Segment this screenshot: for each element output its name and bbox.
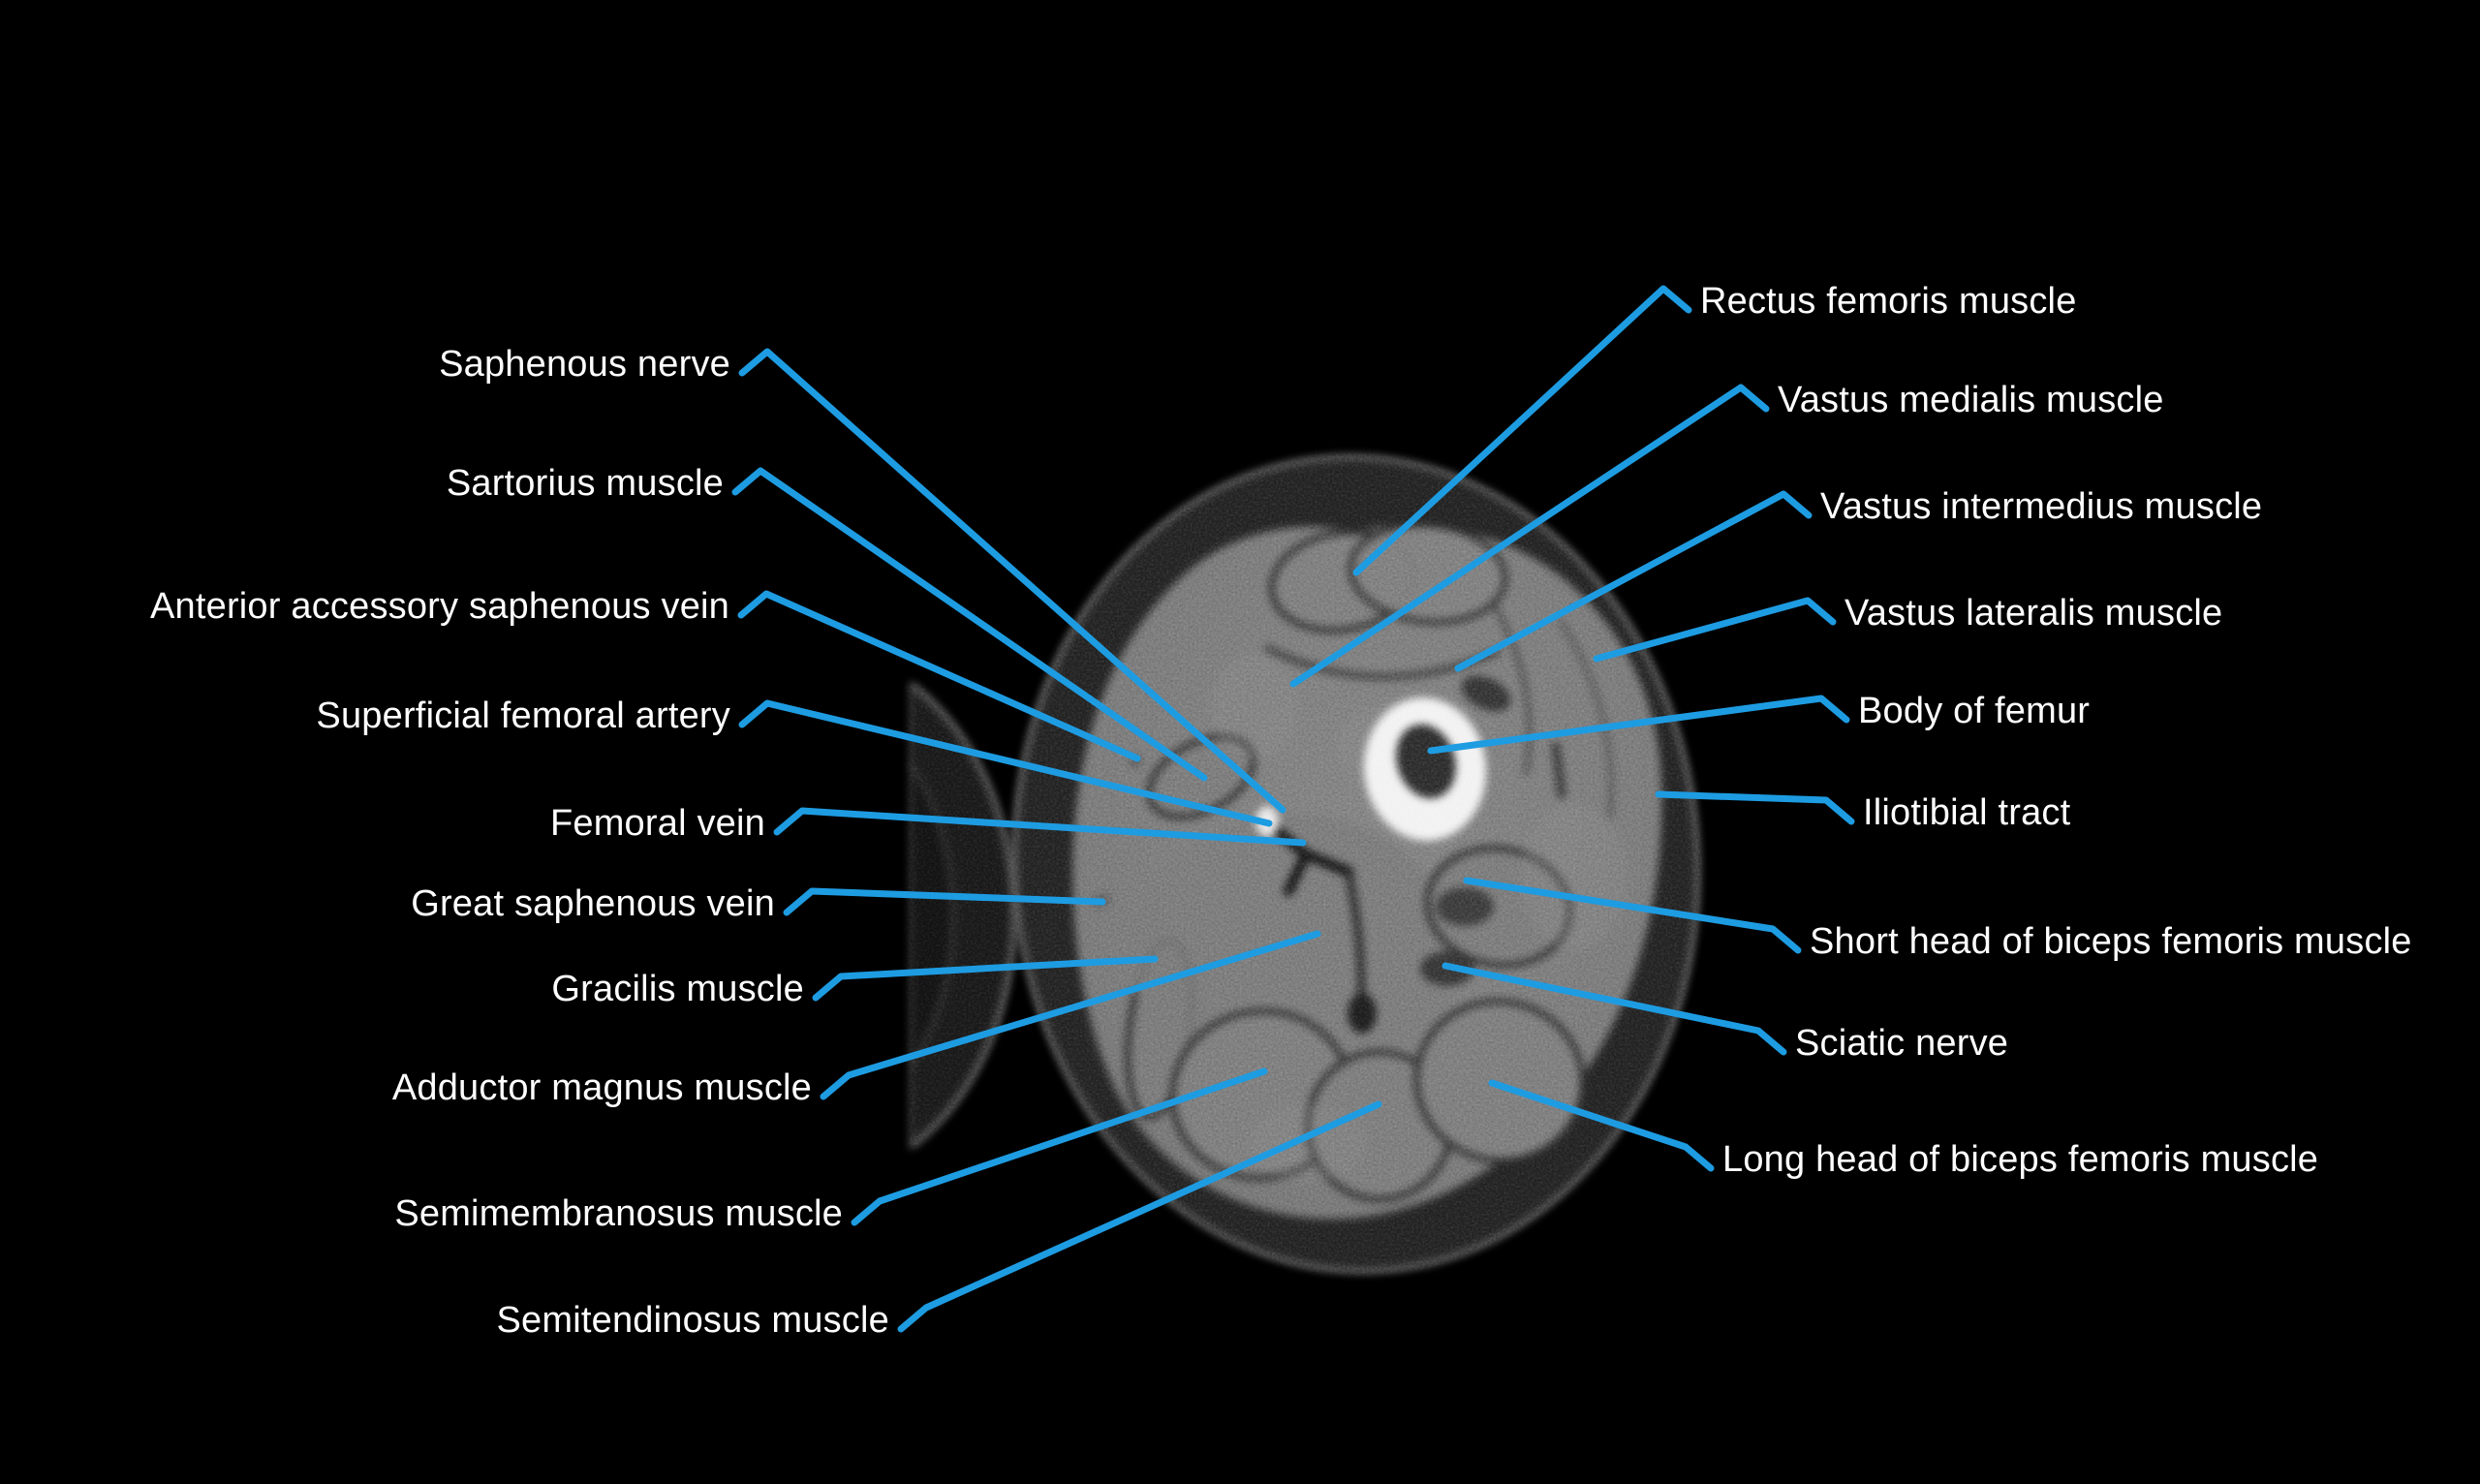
leader-line-vastus-lateralis-muscle [1593,597,1837,663]
vessel-and-fat-clefts [1269,675,1566,1034]
ct-scan-image [911,455,1699,1273]
leader-lines [731,285,1855,1333]
leader-line-femoral-vein [773,807,1307,847]
leader-line-body-of-femur [1427,695,1850,755]
leader-line-rectus-femoris-muscle [1352,285,1692,576]
leader-line-vastus-medialis-muscle [1289,384,1770,688]
leader-line-superficial-femoral-artery [738,699,1273,827]
leader-line-short-head-of-biceps-femoris-muscle [1463,877,1802,954]
leader-line-adductor-magnus-muscle [820,930,1321,1100]
leader-line-sartorius-muscle [731,467,1208,782]
leader-line-great-saphenous-vein [783,887,1106,916]
vastus-fascia-line-2 [1557,618,1615,819]
leader-line-gracilis-muscle [812,955,1159,1002]
leader-line-semimembranosus-muscle [851,1067,1268,1226]
femur-medullary-canal [1396,724,1456,799]
leader-line-semitendinosus-muscle [897,1100,1382,1333]
leader-line-sciatic-nerve [1442,962,1787,1056]
contralateral-thigh-edge [911,682,1016,1149]
leader-line-long-head-of-biceps-femoris-muscle [1488,1079,1715,1172]
vastus-medialis-region [1348,521,1508,626]
leader-line-iliotibial-tract [1655,790,1855,825]
leader-line-vastus-intermedius-muscle [1454,490,1813,672]
biceps-femoris-long-head-region [1413,998,1586,1164]
vastus-fascia-line-1 [1489,599,1533,776]
leader-line-anterior-accessory-saphenous-vein [737,590,1141,762]
leader-line-saphenous-nerve [738,348,1286,814]
